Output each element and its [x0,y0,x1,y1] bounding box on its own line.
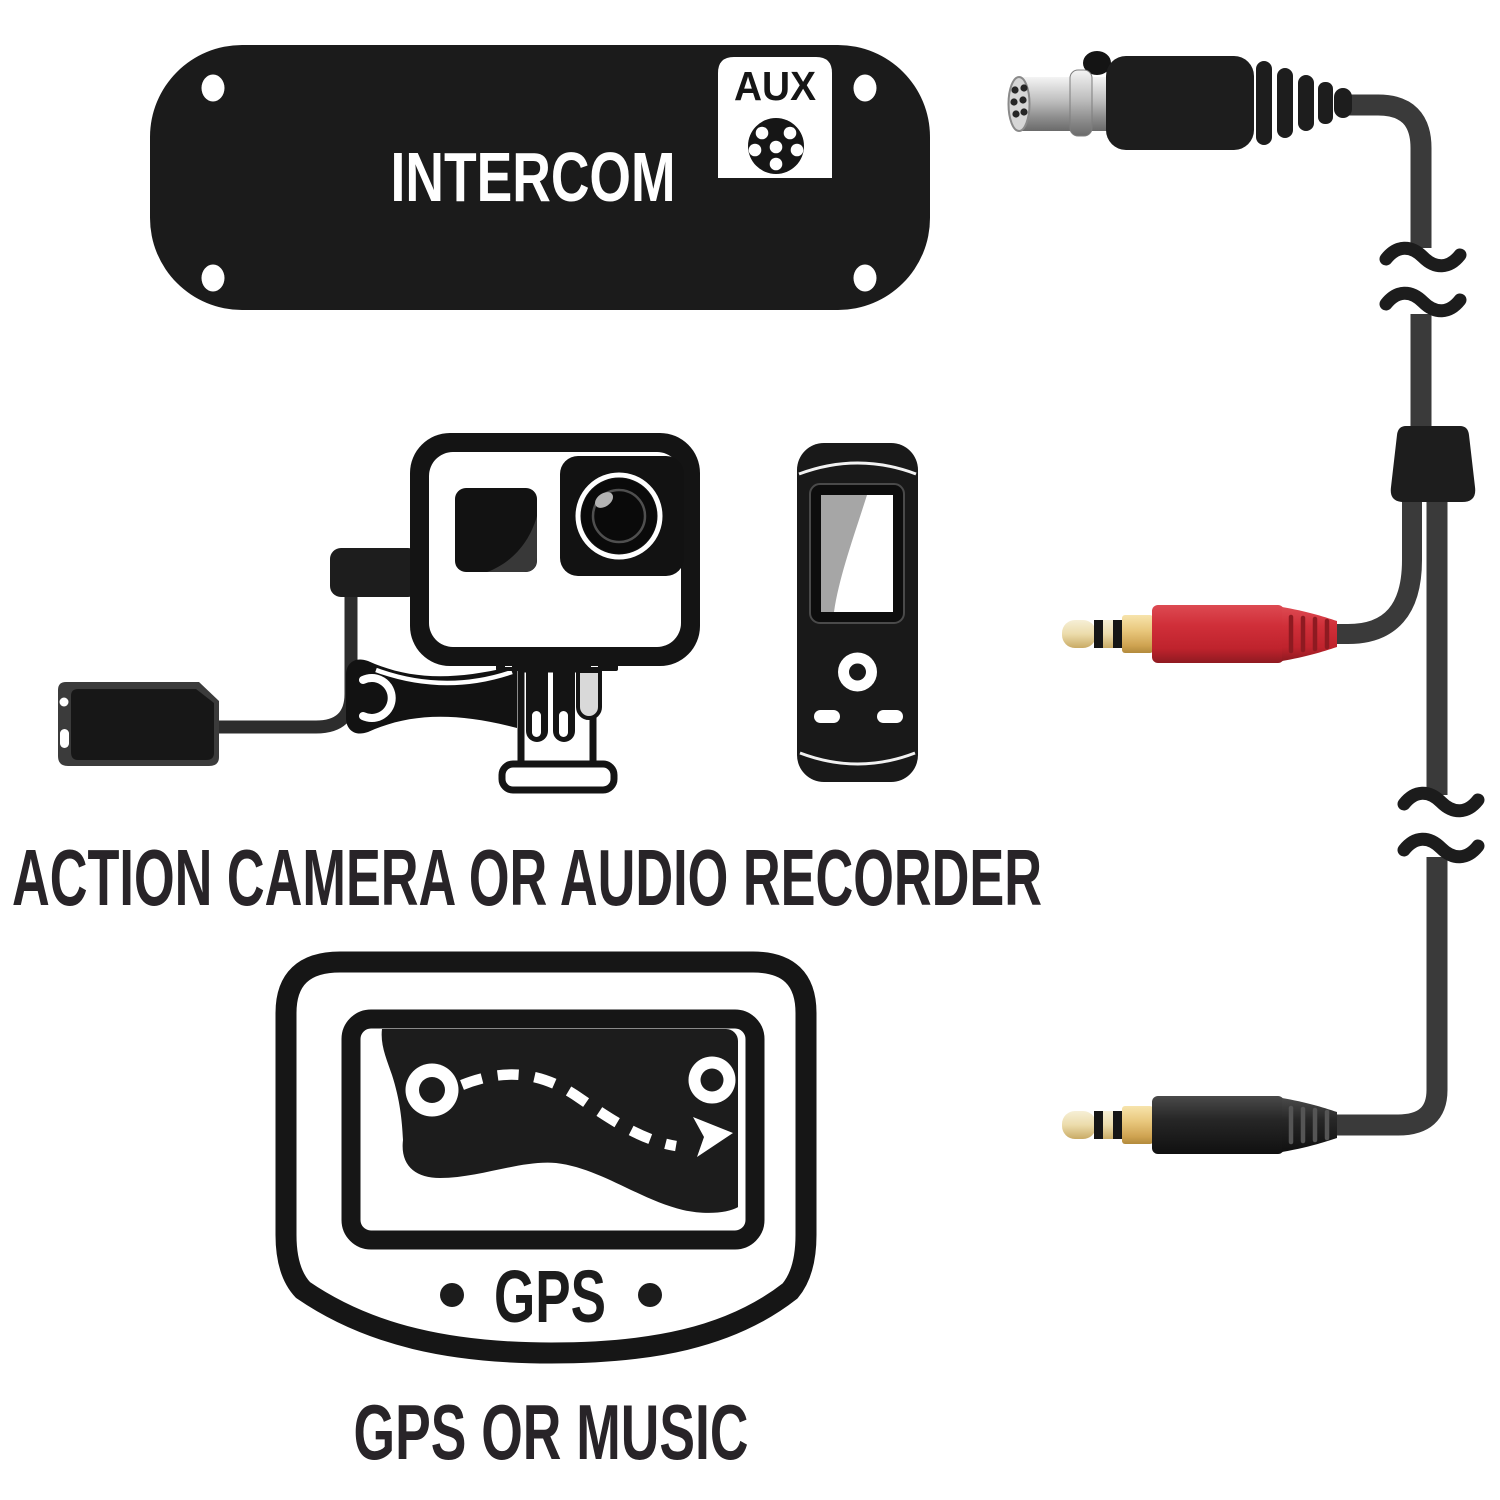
recorder-button [814,710,840,723]
din-body [1106,56,1254,150]
mount-base-plate [498,760,618,794]
screw-hole-icon [201,264,225,292]
action-camera-icon [410,433,700,666]
din-strain-relief [1256,61,1352,145]
mount-buckle [346,659,517,734]
map-route-dashes [460,1069,677,1152]
adapter-led [59,697,69,707]
route-arrow-icon [693,1117,733,1157]
camera-screen [455,488,537,572]
plug-body [1152,1096,1284,1154]
recorder-button [877,710,903,723]
din-collar [1069,69,1093,137]
plug-neck-ribs [1288,614,1330,654]
aux-plug-black-icon [1062,1096,1337,1154]
camera-screen-glare [487,516,537,572]
aux-cable-assembly [1007,51,1485,1154]
intercom-label: INTERCOM [391,138,676,216]
plug-tip [1062,1111,1096,1139]
aux-port-icon [748,118,804,174]
recorder-top-seam [798,461,917,476]
camera-adapter-icon [58,682,219,766]
recorder-bottom-seam [799,751,916,766]
mount-finger [576,669,602,720]
gps-screen-label: GPS [494,1255,606,1338]
intercom-unit: INTERCOM AUX [150,45,930,310]
screw-hole-icon [853,74,877,102]
adapter-box-face [71,689,214,760]
mount-finger [553,669,575,742]
plug-neck [1282,607,1337,661]
cable-splitter-icon [1390,426,1476,502]
aux-badge-label: AUX [734,63,816,109]
adapter-port [60,729,69,748]
screw-hole-icon [201,74,225,102]
cable-upper-run [1348,94,1432,470]
gps-label-dot [440,1283,464,1307]
plug-tip [1062,620,1096,648]
din-pins [1010,84,1028,118]
caption-camera-recorder: ACTION CAMERA OR AUDIO RECORDER [12,833,1042,922]
camera-mount-icon [346,655,618,794]
gps-label-dot [638,1283,662,1307]
audio-recorder-icon [797,443,918,782]
camera-lens-ring [575,472,663,560]
cable-break-icon [1397,786,1485,864]
cable-main-run [1336,470,1448,1136]
map-waypoint-end-hole [700,1068,724,1092]
mini-din-plug-icon [1007,51,1352,150]
mount-finger-slot [559,711,568,737]
camera-adapter-assembly [58,433,700,794]
map-waypoint-start-hole [419,1077,445,1103]
cable-break-icon [1379,241,1467,318]
plug-neck [1282,1098,1337,1152]
din-latch-button [1083,51,1111,75]
camera-side-connector [330,548,419,597]
mount-buckle-highlight [375,667,513,686]
camera-lens-inner-ring [591,488,647,544]
mount-finger [526,669,548,742]
recorder-record-dot [849,663,866,681]
din-barrel [1018,77,1110,131]
aux-plug-red-icon [1062,605,1337,663]
cable-branch-run [1336,470,1422,644]
plug-barrel [1122,615,1153,653]
plug-body [1152,605,1284,663]
plug-barrel [1122,1106,1153,1144]
map-route-icon [381,1029,738,1213]
camera-lens-glint [594,492,614,508]
screw-hole-icon [853,264,877,292]
gps-device-icon: GPS [275,951,817,1364]
caption-gps-music: GPS OR MUSIC [354,1388,749,1476]
mount-finger-slot [532,711,541,737]
adapter-cable [219,596,358,734]
plug-neck-ribs [1288,1105,1330,1145]
mount-buckle-clip [359,674,396,722]
aux-badge: AUX [718,57,832,178]
recorder-screen-glare [821,495,867,612]
